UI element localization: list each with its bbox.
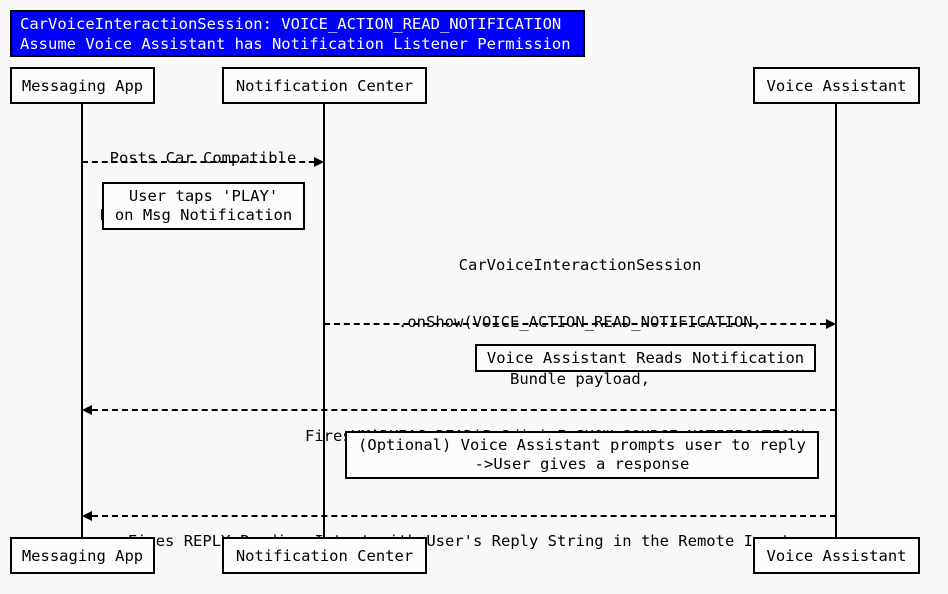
lifeline-voice-assistant [835, 104, 837, 537]
message-3-arrowhead-icon [82, 405, 92, 415]
participant-bottom-messaging-app: Messaging App [10, 537, 155, 574]
participant-bottom-notification-center: Notification Center [222, 537, 427, 574]
participant-label: Notification Center [235, 546, 414, 565]
lifeline-notification-center [323, 104, 325, 537]
participant-top-messaging-app: Messaging App [10, 67, 155, 104]
title-line-1: CarVoiceInteractionSession: VOICE_ACTION… [20, 15, 562, 33]
message-2-line-1: CarVoiceInteractionSession [458, 256, 702, 274]
participant-label: Voice Assistant [766, 76, 907, 95]
message-2-line-2: .onShow(VOICE_ACTION_READ_NOTIFICATION, [398, 313, 762, 331]
message-1-arrowhead-icon [314, 157, 324, 167]
title-line-2: Assume Voice Assistant has Notification … [20, 35, 571, 53]
participant-label: Messaging App [21, 76, 144, 95]
note-line: Voice Assistant Reads Notification [486, 348, 805, 367]
message-1-line-1: Posts Car Compatible [109, 149, 297, 167]
message-4-label: Fires REPLY Pending Intent with User's R… [82, 494, 836, 589]
participant-label: Messaging App [21, 546, 144, 565]
participant-top-notification-center: Notification Center [222, 67, 427, 104]
message-4-arrow-line [92, 515, 836, 517]
participant-top-voice-assistant: Voice Assistant [753, 67, 920, 104]
note-line: User taps 'PLAY' [128, 187, 279, 205]
message-4-arrowhead-icon [82, 511, 92, 521]
message-4-line-1: Fires REPLY Pending Intent with User's R… [127, 532, 791, 550]
message-2-arrow-line [324, 323, 826, 325]
diagram-title: CarVoiceInteractionSession: VOICE_ACTION… [10, 10, 585, 57]
participant-label: Voice Assistant [766, 546, 907, 565]
message-2-arrowhead-icon [826, 319, 836, 329]
note-line: ->User gives a response [474, 455, 690, 473]
note-line: (Optional) Voice Assistant prompts user … [358, 436, 806, 454]
message-3-arrow-line [92, 409, 836, 411]
participant-bottom-voice-assistant: Voice Assistant [753, 537, 920, 574]
participant-label: Notification Center [235, 76, 414, 95]
note-line: on Msg Notification [114, 206, 293, 224]
note-optional-reply: (Optional) Voice Assistant prompts user … [345, 431, 819, 479]
message-2-line-3: Bundle payload, [510, 370, 650, 388]
note-voice-assistant-reads: Voice Assistant Reads Notification [475, 344, 816, 372]
lifeline-messaging-app [81, 104, 83, 537]
message-1-arrow-line [82, 161, 315, 163]
note-user-taps-play: User taps 'PLAY' on Msg Notification [102, 182, 305, 230]
